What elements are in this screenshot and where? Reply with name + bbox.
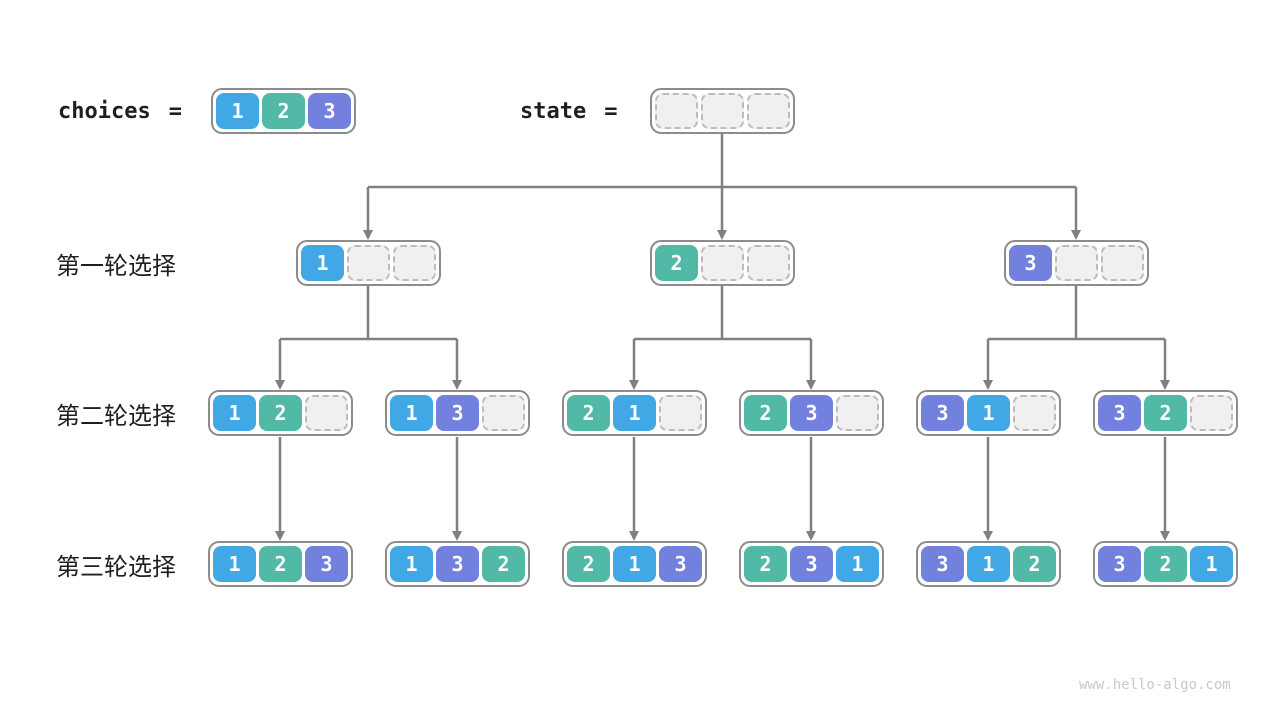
state-cell: 2 [567,395,610,431]
state-array-box [650,88,795,134]
choices-cell: 1 [216,93,259,129]
round-2-label: 第二轮选择 [56,402,176,430]
state-cell: 2 [259,395,302,431]
round-3-label: 第三轮选择 [56,553,176,581]
state-cell: 3 [790,395,833,431]
state-cell: 2 [744,395,787,431]
state-cell: 2 [259,546,302,582]
state-cell [836,395,879,431]
state-cell [393,245,436,281]
state-cell: 2 [567,546,610,582]
state-cell [747,93,790,129]
state-cell: 1 [967,546,1010,582]
state-box-r2-n3: 2 1 [562,390,707,436]
choices-array-box: 1 2 3 [211,88,356,134]
state-cell [1055,245,1098,281]
state-cell: 3 [921,546,964,582]
state-cell [747,245,790,281]
state-box-r3-n4: 2 3 1 [739,541,884,587]
state-cell [347,245,390,281]
state-box-r1-n1: 1 [296,240,441,286]
state-cell: 1 [1190,546,1233,582]
state-cell: 1 [390,546,433,582]
state-cell: 1 [613,546,656,582]
state-cell [659,395,702,431]
state-cell [655,93,698,129]
state-box-r3-n5: 3 1 2 [916,541,1061,587]
state-cell: 3 [1098,395,1141,431]
state-cell: 3 [659,546,702,582]
state-box-r2-n1: 1 2 [208,390,353,436]
state-cell [1013,395,1056,431]
state-cell [1101,245,1144,281]
state-cell: 3 [921,395,964,431]
state-label-text: state [520,98,587,124]
watermark: www.hello-algo.com [1079,677,1231,693]
state-cell: 3 [790,546,833,582]
state-box-r3-n6: 3 2 1 [1093,541,1238,587]
state-cell: 3 [1098,546,1141,582]
round-1-label: 第一轮选择 [56,252,176,280]
state-box-r2-n4: 2 3 [739,390,884,436]
state-cell: 3 [305,546,348,582]
state-box-r1-n3: 3 [1004,240,1149,286]
state-box-r3-n2: 1 3 2 [385,541,530,587]
choices-cell: 2 [262,93,305,129]
state-cell: 2 [655,245,698,281]
state-cell: 1 [213,546,256,582]
state-box-r1-n2: 2 [650,240,795,286]
state-cell: 2 [482,546,525,582]
state-cell: 3 [436,546,479,582]
state-cell [305,395,348,431]
choices-equals-sign: = [168,98,182,124]
choices-cell: 3 [308,93,351,129]
choices-label-text: choices [58,98,151,124]
state-cell: 1 [613,395,656,431]
state-cell: 2 [1144,395,1187,431]
state-box-r2-n5: 3 1 [916,390,1061,436]
state-cell: 1 [836,546,879,582]
state-box-r2-n6: 3 2 [1093,390,1238,436]
state-cell: 2 [1144,546,1187,582]
state-cell [482,395,525,431]
state-cell: 1 [967,395,1010,431]
state-box-r3-n1: 1 2 3 [208,541,353,587]
state-box-r2-n2: 1 3 [385,390,530,436]
choices-label: choices = [58,88,182,134]
state-cell [701,245,744,281]
state-cell [1190,395,1233,431]
state-cell: 2 [744,546,787,582]
state-cell: 1 [390,395,433,431]
state-box-r3-n3: 2 1 3 [562,541,707,587]
state-equals-sign: = [604,98,618,124]
state-cell: 3 [1009,245,1052,281]
state-cell: 1 [301,245,344,281]
state-label: state = [520,88,617,134]
state-cell: 2 [1013,546,1056,582]
state-cell [701,93,744,129]
state-cell: 1 [213,395,256,431]
state-cell: 3 [436,395,479,431]
